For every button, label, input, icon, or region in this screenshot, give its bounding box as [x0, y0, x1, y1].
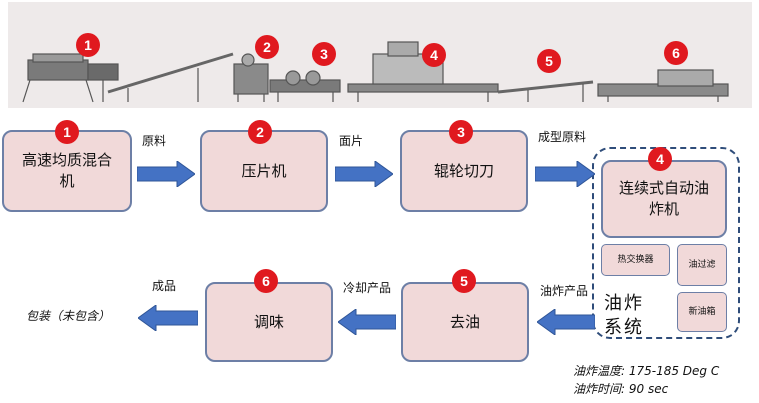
step-badge-2: 2 — [248, 120, 272, 144]
label-raw-material: 原料 — [142, 134, 167, 148]
arrow-deoil-to-seasoning — [338, 309, 396, 335]
label-finished-product: 成品 — [152, 279, 177, 293]
arrow-sheeter-to-cutter — [335, 161, 393, 187]
banner-badge-3: 3 — [312, 42, 336, 66]
step-badge-6: 6 — [254, 269, 278, 293]
fresh-oil-tank-box: 新油箱 — [677, 292, 727, 332]
heat-exchanger-label: 热交换器 — [617, 255, 654, 265]
step-box-deoil: 去油 — [401, 282, 529, 362]
step-box-seasoning: 调味 — [205, 282, 333, 362]
frying-temperature-note: 油炸温度: 175-185 Deg C — [573, 364, 720, 378]
arrow-seasoning-to-packaging — [138, 305, 198, 331]
step-label-fryer: 连续式自动油炸机 — [618, 179, 709, 218]
step-label-sheeter: 压片机 — [241, 161, 287, 180]
fresh-oil-tank-label: 新油箱 — [688, 307, 716, 317]
step-badge-1: 1 — [55, 120, 79, 144]
step-box-cutter: 辊轮切刀 — [400, 130, 528, 212]
label-fried-product: 油炸产品 — [540, 284, 589, 298]
banner-badge-4: 4 — [422, 43, 446, 67]
step-badge-5: 5 — [452, 269, 476, 293]
banner-badge-5: 5 — [537, 49, 561, 73]
banner-badge-1: 1 — [76, 33, 100, 57]
oil-filter-box: 油过滤 — [677, 244, 727, 286]
step-label-mixer: 高速均质混合机 — [22, 151, 113, 190]
label-dough-sheet: 面片 — [339, 134, 364, 148]
step-badge-4: 4 — [648, 147, 672, 171]
label-packaging: 包装（未包含） — [26, 309, 111, 323]
label-cooled-product: 冷却产品 — [343, 281, 392, 295]
step-label-deoil: 去油 — [449, 312, 480, 331]
frying-time-note: 油炸时间: 90 sec — [573, 382, 669, 396]
label-shaped-material: 成型原料 — [538, 130, 587, 144]
arrow-mixer-to-sheeter — [137, 161, 195, 187]
step-label-cutter: 辊轮切刀 — [433, 161, 494, 180]
arrow-cutter-to-fryer — [535, 161, 595, 187]
frying-system-title: 油炸系统 — [604, 293, 644, 338]
machine-drawing — [22, 41, 729, 103]
heat-exchanger-box: 热交换器 — [601, 244, 670, 276]
step-label-seasoning: 调味 — [253, 312, 284, 331]
arrow-fryer-to-deoil — [537, 309, 595, 335]
banner-badge-6: 6 — [664, 41, 688, 65]
production-line-illustration — [8, 2, 752, 108]
step-badge-3: 3 — [449, 120, 473, 144]
step-box-sheeter: 压片机 — [200, 130, 328, 212]
oil-filter-label: 油过滤 — [688, 260, 716, 270]
step-box-fryer: 连续式自动油炸机 — [601, 160, 727, 238]
banner-badge-2: 2 — [255, 35, 279, 59]
